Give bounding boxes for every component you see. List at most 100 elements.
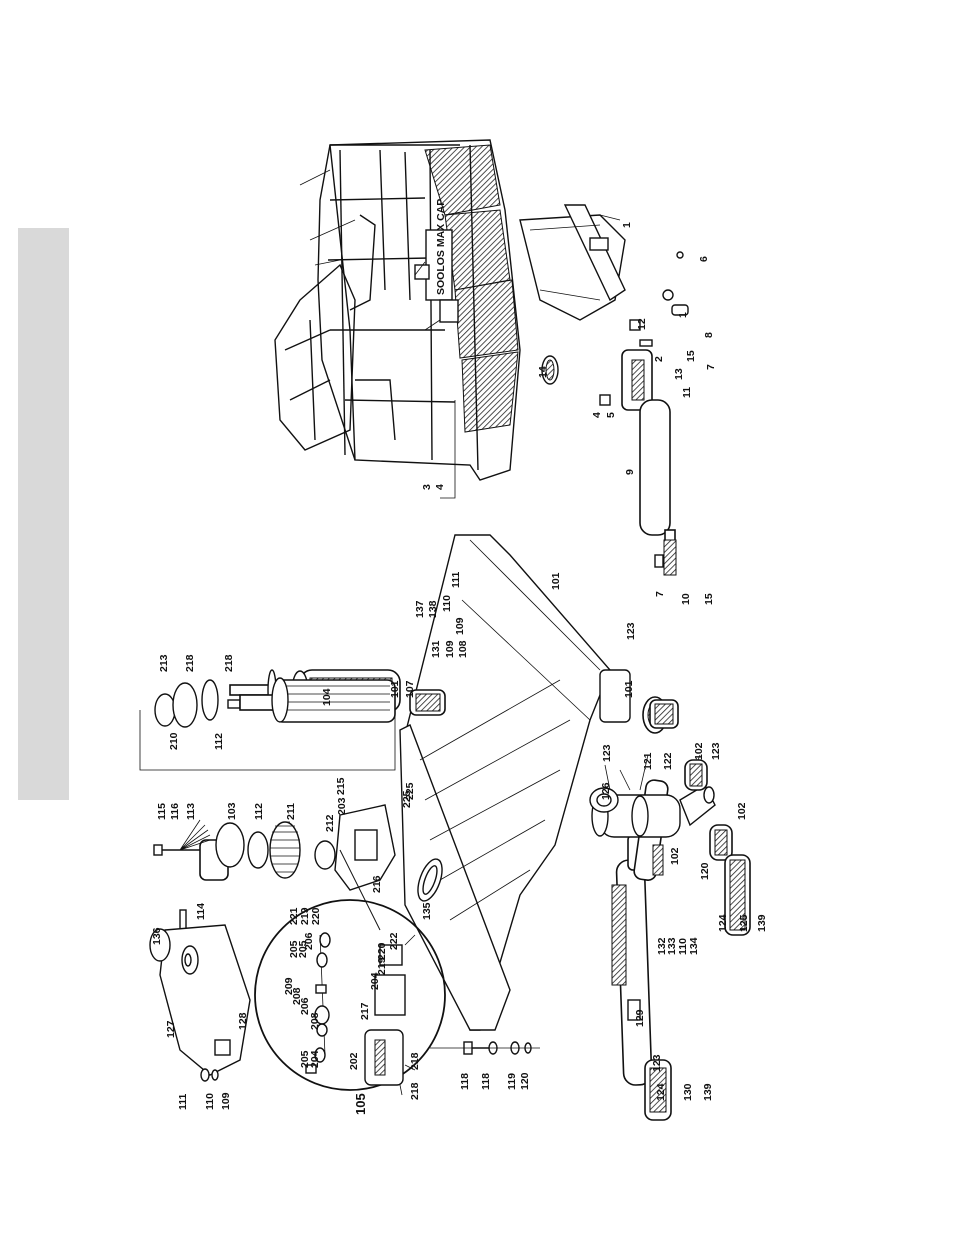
callout: 6 [698,256,710,262]
callout: 134 [688,937,700,955]
callout: 132 [656,937,668,955]
callout: 221 [288,907,300,925]
callout: 119 [506,1073,518,1090]
callout: 209 [283,977,295,995]
callout: 10 [680,593,692,605]
callout: 219 [376,957,388,975]
callout: 210 [168,732,180,750]
callout: 109 [444,640,456,658]
callout: 12 [636,318,648,330]
work-cage: SOOLOS MAX CAP [274,139,689,576]
callout: 204 [309,1050,321,1068]
callout: 101 [389,680,401,698]
callout: 137 [414,600,426,618]
side-tab [18,228,69,800]
callout: 110 [677,938,689,955]
callout: 135 [421,902,433,920]
callout: 113 [185,803,197,820]
callout: 101 [623,680,635,698]
callout: 110 [204,1093,216,1110]
callout: 7 [654,591,666,597]
callout: 220 [310,907,322,925]
callout: 222 [388,932,400,950]
callout: 118 [480,1073,492,1090]
cage-placard: SOOLOS MAX CAP [435,199,447,295]
callout: 225 [401,790,413,808]
callout: 208 [309,1012,321,1030]
callout: 217 [359,1002,371,1020]
callout: 13 [673,368,685,380]
callout: 1 [677,312,689,318]
swing-drive [139,677,396,1082]
callout: 212 [324,814,336,832]
callout: 125 [738,914,750,932]
callout: 14 [537,366,549,378]
callout: 15 [703,593,715,605]
callout: 108 [457,640,469,658]
callout: 218 [184,654,196,672]
callout: 128 [237,1012,249,1030]
detail-105-label: 105 [353,1093,368,1115]
callout: 127 [165,1020,177,1038]
callout: 103 [226,802,238,820]
callout: 114 [195,903,207,920]
callout: 104 [321,688,333,706]
callout: 204 [369,972,381,990]
callout: 126 [600,782,612,800]
callout: 123 [710,742,722,760]
callout: 102 [693,742,705,760]
callout: 3 [421,484,433,490]
callout: 101 [550,572,562,590]
callout: 138 [427,600,439,618]
callout: 208 [291,987,303,1005]
callout: 15 [685,350,697,362]
callout: 218 [223,654,235,672]
callout: 115 [156,803,168,820]
callout: 111 [177,1093,189,1110]
part-callouts: 1 6 1 12 8 2 15 7 13 11 14 4 5 3 4 9 7 1… [151,222,768,1115]
callout: 215 [335,777,347,795]
callout: 102 [669,847,681,865]
callout: 203 [336,797,348,815]
callout: 133 [666,937,678,955]
callout: 220 [376,942,388,960]
callout: 218 [409,1052,421,1070]
callout: 124 [655,1083,667,1101]
callout: 129 [634,1009,646,1027]
callout: 4 [434,484,446,490]
callout: 121 [642,752,654,770]
callout: 205 [299,1050,311,1068]
callout: 111 [450,571,462,588]
callout: 107 [404,680,416,698]
callout: 11 [681,387,693,398]
callout: 118 [459,1073,471,1090]
callout: 109 [454,617,466,635]
callout: 202 [348,1052,360,1070]
lift-cylinders [589,699,751,1121]
callout: 218 [409,1082,421,1100]
callout: 9 [624,469,636,475]
callout: 120 [699,862,711,880]
callout: 139 [756,914,768,932]
detail-105-circle [254,849,446,1096]
callout: 122 [662,752,674,770]
callout: 112 [213,733,225,750]
callout: 205 [297,940,309,958]
callout: 4 [591,412,603,418]
callout: 205 [288,940,300,958]
callout: 206 [303,932,315,950]
callout: 7 [705,364,717,370]
callout: 225 [404,782,416,800]
callout: 219 [299,907,311,925]
callout: 206 [299,997,311,1015]
callout: 116 [169,803,181,820]
callout: 5 [605,412,617,418]
callout: 124 [717,914,729,932]
callout: 216 [371,875,383,893]
callout: 102 [736,802,748,820]
callout: 8 [703,332,715,338]
callout: 2 [653,356,665,362]
callout: 120 [519,1072,531,1090]
